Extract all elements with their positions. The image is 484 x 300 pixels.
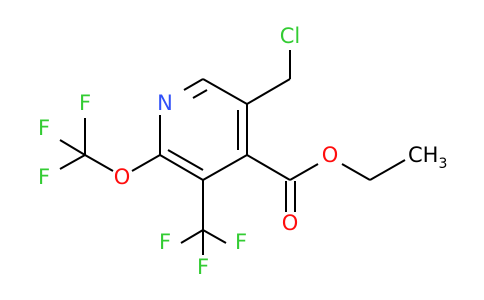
atom-fluorine-cf3-bottom: F: [197, 255, 209, 279]
bond-ocf3-f-left: [59, 139, 86, 156]
bond-c2-oether: [131, 154, 161, 172]
atom-oxygen-carbonyl: O: [282, 211, 299, 235]
bond-cf3-f-left: [180, 229, 204, 244]
bond-ocf3-f-bottom: [59, 154, 86, 170]
atom-labels: Cl N O O O F F F F F F CH3: [38, 24, 447, 279]
atom-fluorine-cf3-left: F: [159, 230, 171, 254]
bond-carbonyl-oester: [289, 163, 319, 181]
bond-c3-c2: [159, 154, 204, 181]
bond-c6-c5: [202, 78, 248, 105]
atom-methyl-subscript: 3: [438, 156, 447, 172]
bond-n-c6: [183, 78, 204, 91]
bond-oester-ch2: [341, 163, 371, 181]
bond-ch2-ch3: [369, 159, 406, 181]
atom-oxygen-ether: O: [114, 165, 131, 189]
bond-c5-ch2: [246, 78, 291, 105]
bond-oether-cf3: [84, 154, 114, 172]
atom-fluorine-cf3-right: F: [235, 230, 247, 254]
bonds: [59, 50, 406, 255]
atom-fluorine-ocf3-top: F: [79, 91, 91, 115]
bond-c4-carbonyl: [246, 154, 291, 181]
bond-cf3-f-right: [202, 229, 227, 244]
atom-fluorine-ocf3-bottom: F: [38, 165, 50, 189]
atom-nitrogen: N: [157, 91, 173, 115]
atom-methyl: CH3: [408, 143, 447, 172]
atom-oxygen-ester: O: [322, 143, 339, 167]
bond-c4-c3: [202, 154, 248, 181]
atom-chlorine: Cl: [280, 24, 301, 48]
atom-fluorine-ocf3-left: F: [38, 116, 50, 140]
bond-n-c6-inner: [192, 89, 208, 99]
atom-methyl-ch: CH: [408, 143, 438, 167]
bond-c3-c2-inner: [167, 149, 204, 171]
